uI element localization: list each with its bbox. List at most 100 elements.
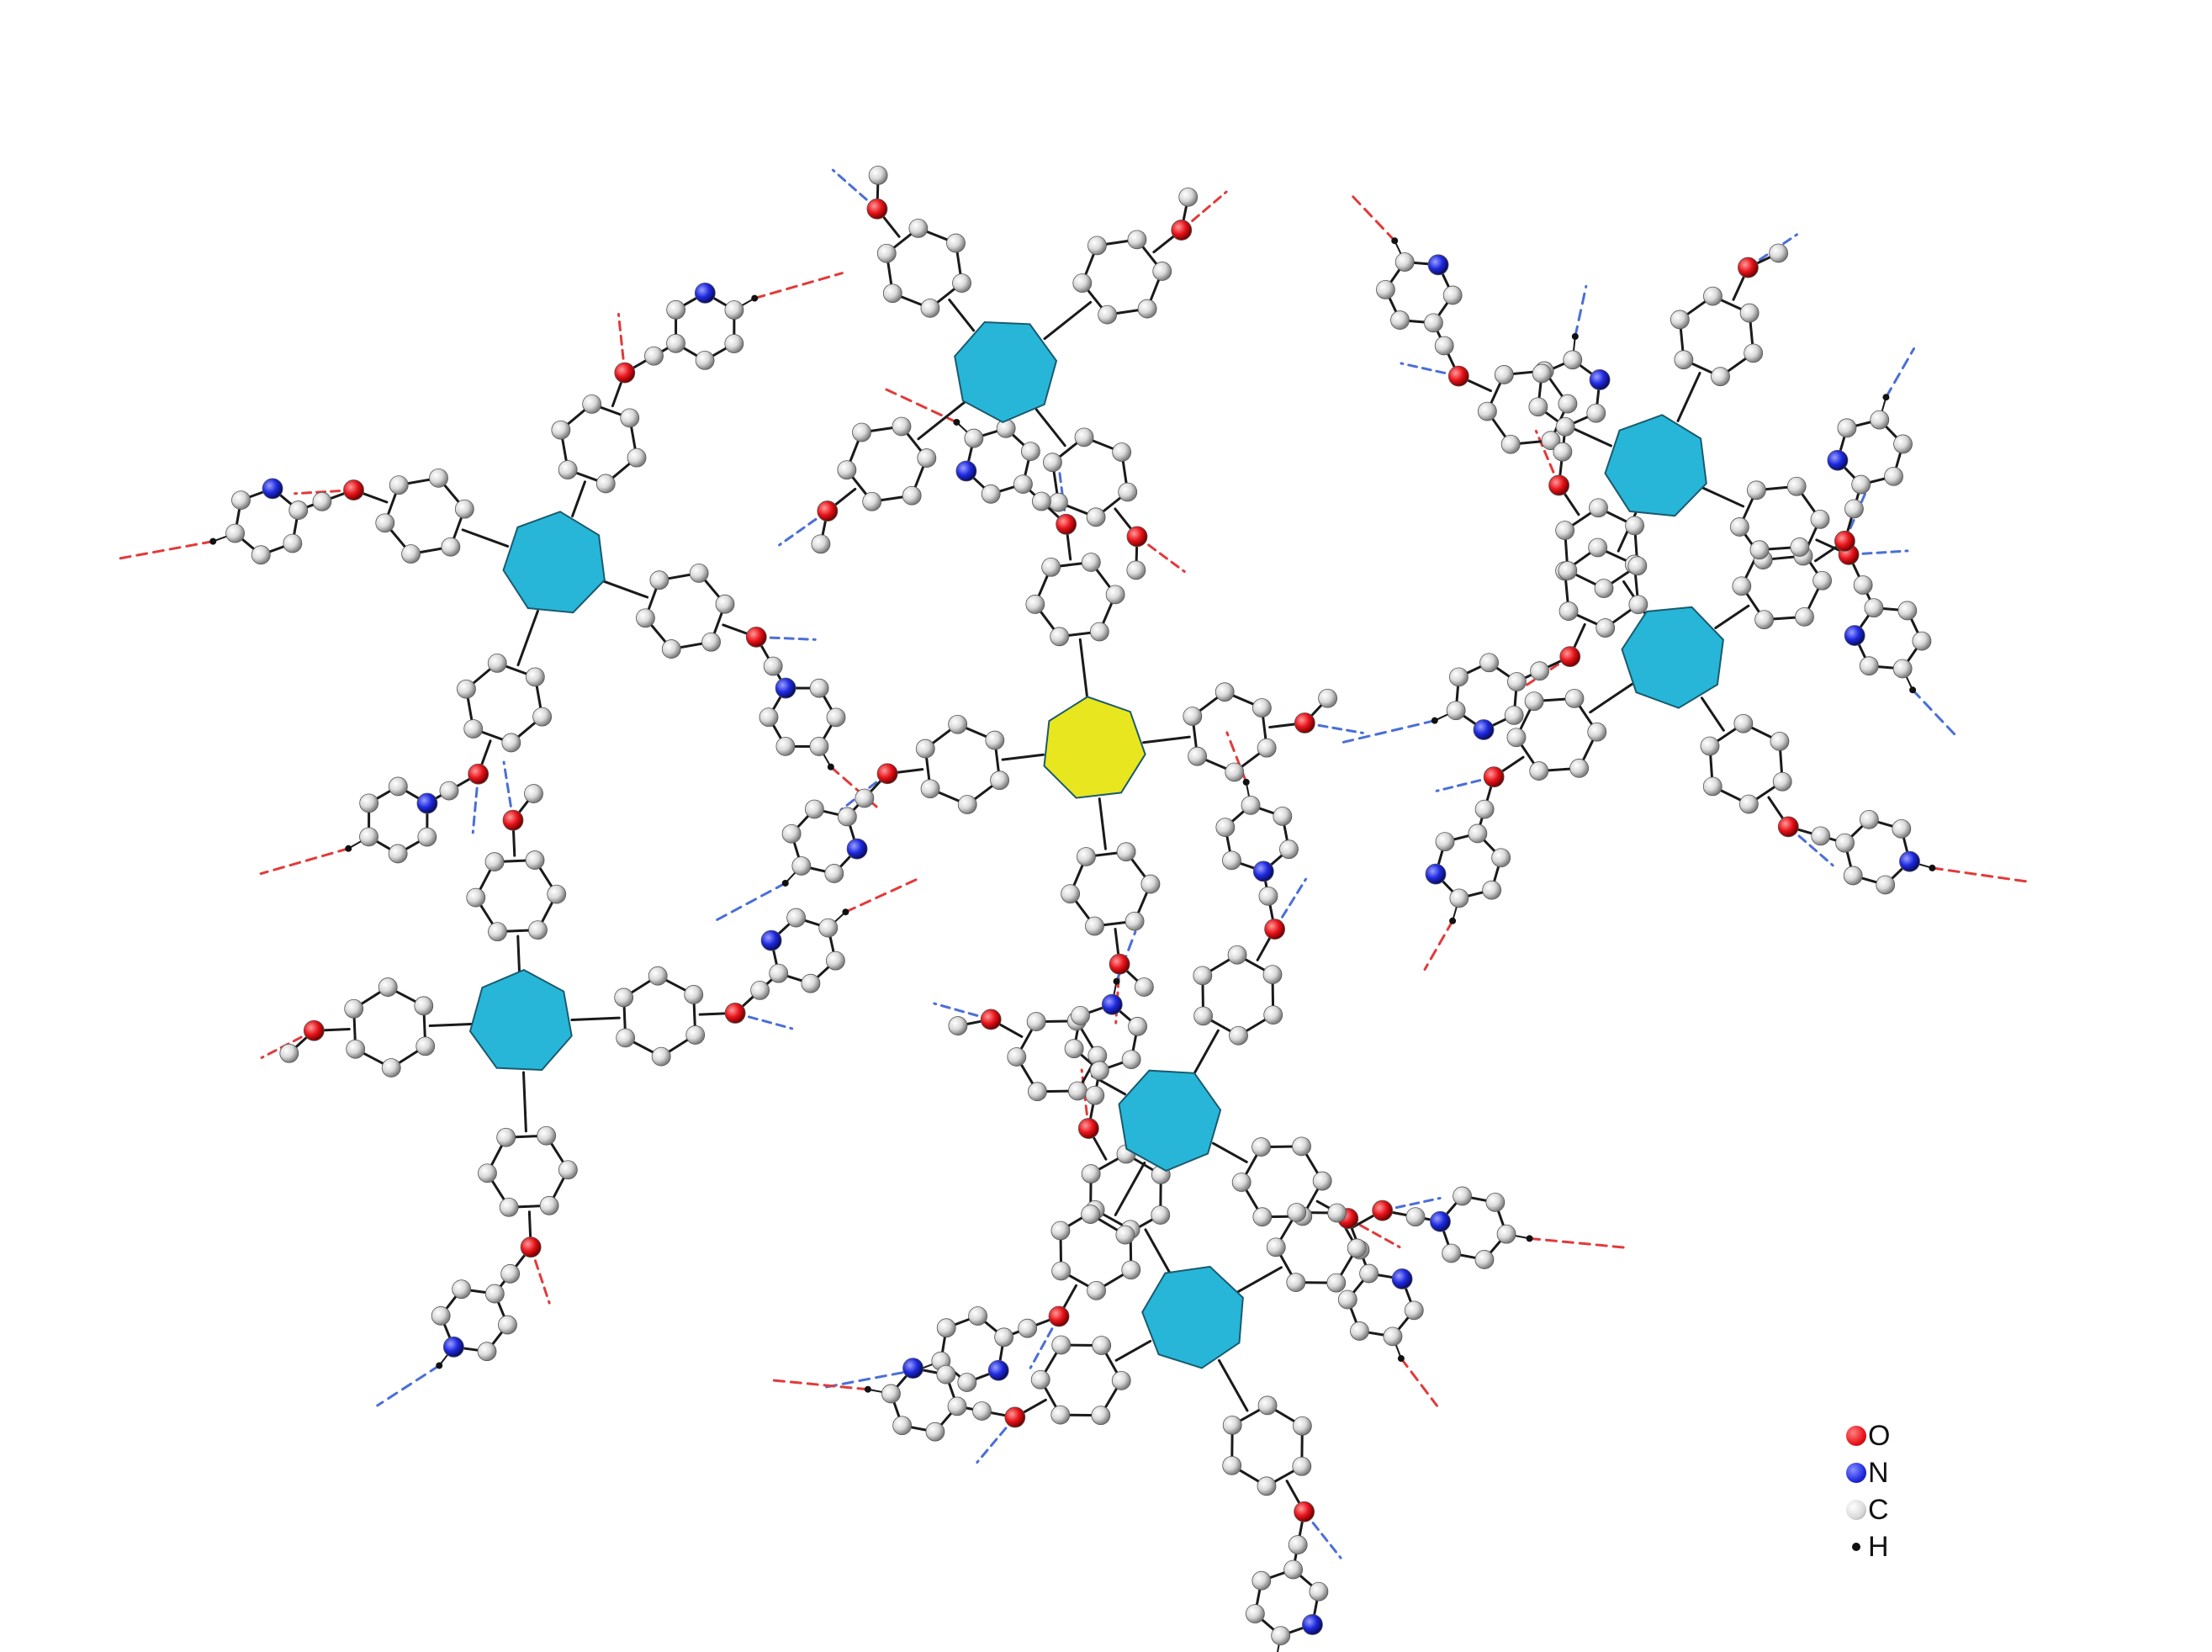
carbon-atom	[500, 1263, 521, 1284]
hydrogen-bond	[1029, 1315, 1061, 1369]
carbon-atom	[651, 1046, 671, 1067]
metal-ligand-bond	[948, 298, 976, 332]
oxygen-atom	[724, 1003, 746, 1024]
carbon-atom	[1105, 585, 1125, 605]
carbon-atom	[463, 719, 484, 739]
nitrogen-atom	[442, 1336, 464, 1358]
carbon-atom	[551, 420, 571, 440]
carbon-atom	[1068, 1081, 1087, 1101]
legend-item-nitrogen: N	[1846, 1454, 1955, 1491]
hydrogen-atom	[436, 1362, 443, 1369]
metal-centers	[468, 320, 1724, 1369]
carbon-atom	[1007, 1047, 1027, 1067]
metal-ligand-bond	[516, 609, 539, 667]
carbon-atom	[1127, 230, 1147, 250]
carbon-atom	[1390, 310, 1410, 330]
hydrogen-atom	[1882, 394, 1890, 401]
hydrogen-bond	[1303, 1510, 1342, 1559]
carbon-atom	[501, 733, 521, 753]
hydrogen-bond	[1303, 721, 1364, 734]
carbon-atom	[1050, 627, 1070, 647]
hydrogen-bond	[1400, 362, 1460, 378]
oxygen-atom	[343, 479, 364, 500]
carbon-atom	[684, 985, 704, 1004]
carbon-atom	[996, 418, 1016, 438]
oxygen-atom	[1548, 474, 1569, 496]
metal-ligand-bond	[1144, 1228, 1172, 1274]
metal-coordination-polyhedron	[1141, 1265, 1244, 1369]
carbon-atom	[381, 1058, 401, 1078]
carbon-atom	[528, 920, 548, 940]
carbon-atom	[1738, 794, 1759, 814]
metal-ligand-bond	[1700, 696, 1725, 732]
carbon-atom	[1594, 579, 1614, 598]
metal-ligand-bond	[601, 580, 649, 599]
carbon-atom	[1126, 560, 1146, 580]
carbon-atom	[1446, 701, 1466, 721]
carbon-atom	[279, 1043, 299, 1063]
carbon-atom	[1087, 1280, 1106, 1300]
metal-ligand-bond	[1589, 682, 1633, 714]
carbon-atom	[1089, 622, 1109, 642]
carbon-atom	[1309, 1581, 1329, 1602]
hydrogen-bond	[1911, 688, 1957, 738]
carbon-atom	[786, 908, 806, 928]
carbon-atom	[1257, 1395, 1278, 1416]
carbon-atom	[478, 1163, 497, 1183]
hydrogen-atom	[842, 908, 849, 916]
carbon-atom	[1864, 598, 1884, 618]
carbon-atom	[1337, 1289, 1357, 1310]
carbon-atom	[1214, 682, 1235, 702]
carbon-atom	[1442, 285, 1463, 305]
carbon-atom	[1292, 1416, 1312, 1436]
hydrogen-bond	[502, 760, 515, 822]
carbon-atom	[892, 1416, 913, 1436]
carbon-atom	[1404, 1300, 1424, 1321]
carbon-atom	[1118, 482, 1138, 502]
carbon-atom	[1491, 848, 1511, 868]
carbon-atom	[1064, 1039, 1084, 1059]
metal-coordination-polyhedron	[1604, 414, 1707, 517]
carbon-atom	[539, 1195, 559, 1215]
carbon-atom	[417, 827, 437, 847]
carbon-atom	[964, 428, 984, 448]
carbon-atom	[769, 963, 789, 983]
carbon-atom	[837, 460, 857, 480]
carbon-atom	[1041, 557, 1061, 577]
carbon-atom	[1732, 576, 1752, 596]
nitrogen-atom	[1391, 1268, 1413, 1289]
carbon-atom	[1193, 1006, 1213, 1026]
carbon-atom	[346, 1039, 366, 1059]
carbon-atom	[1837, 418, 1857, 438]
carbon-atom	[388, 844, 408, 864]
carbon-atom	[994, 1327, 1013, 1348]
carbon-atom	[1453, 1186, 1472, 1206]
carbon-atom	[724, 300, 744, 320]
carbon-atom	[1193, 966, 1213, 986]
hydrogen-bond	[1273, 877, 1308, 931]
carbon-atom	[1152, 262, 1172, 281]
carbon-atom	[862, 491, 882, 511]
carbon-atom	[359, 793, 379, 813]
hydrogen-atom	[1397, 1355, 1405, 1363]
carbon-atom	[1394, 252, 1415, 272]
carbon-atom	[1231, 1173, 1252, 1192]
carbon-atom	[1786, 476, 1807, 496]
carbon-atom	[1897, 601, 1918, 621]
carbon-atom	[477, 1342, 497, 1362]
carbon-atom	[1077, 847, 1096, 866]
carbon-atom	[1892, 659, 1913, 679]
carbon-atom	[666, 299, 686, 320]
oxygen-atom	[980, 1009, 1002, 1030]
carbon-atom	[1271, 1626, 1291, 1646]
carbon-atom	[1859, 656, 1879, 676]
carbon-atom	[1327, 1203, 1347, 1223]
carbon-atom	[1553, 442, 1573, 462]
carbon-atom	[1091, 1406, 1111, 1426]
nitrogen-atom	[1252, 860, 1274, 882]
carbon-atom	[1312, 1171, 1332, 1191]
metal-ligand-bond	[521, 1071, 527, 1133]
nitrogen-atom	[1302, 1614, 1323, 1635]
hydrogen-bond	[259, 847, 350, 876]
carbon-atom	[1252, 1207, 1273, 1227]
